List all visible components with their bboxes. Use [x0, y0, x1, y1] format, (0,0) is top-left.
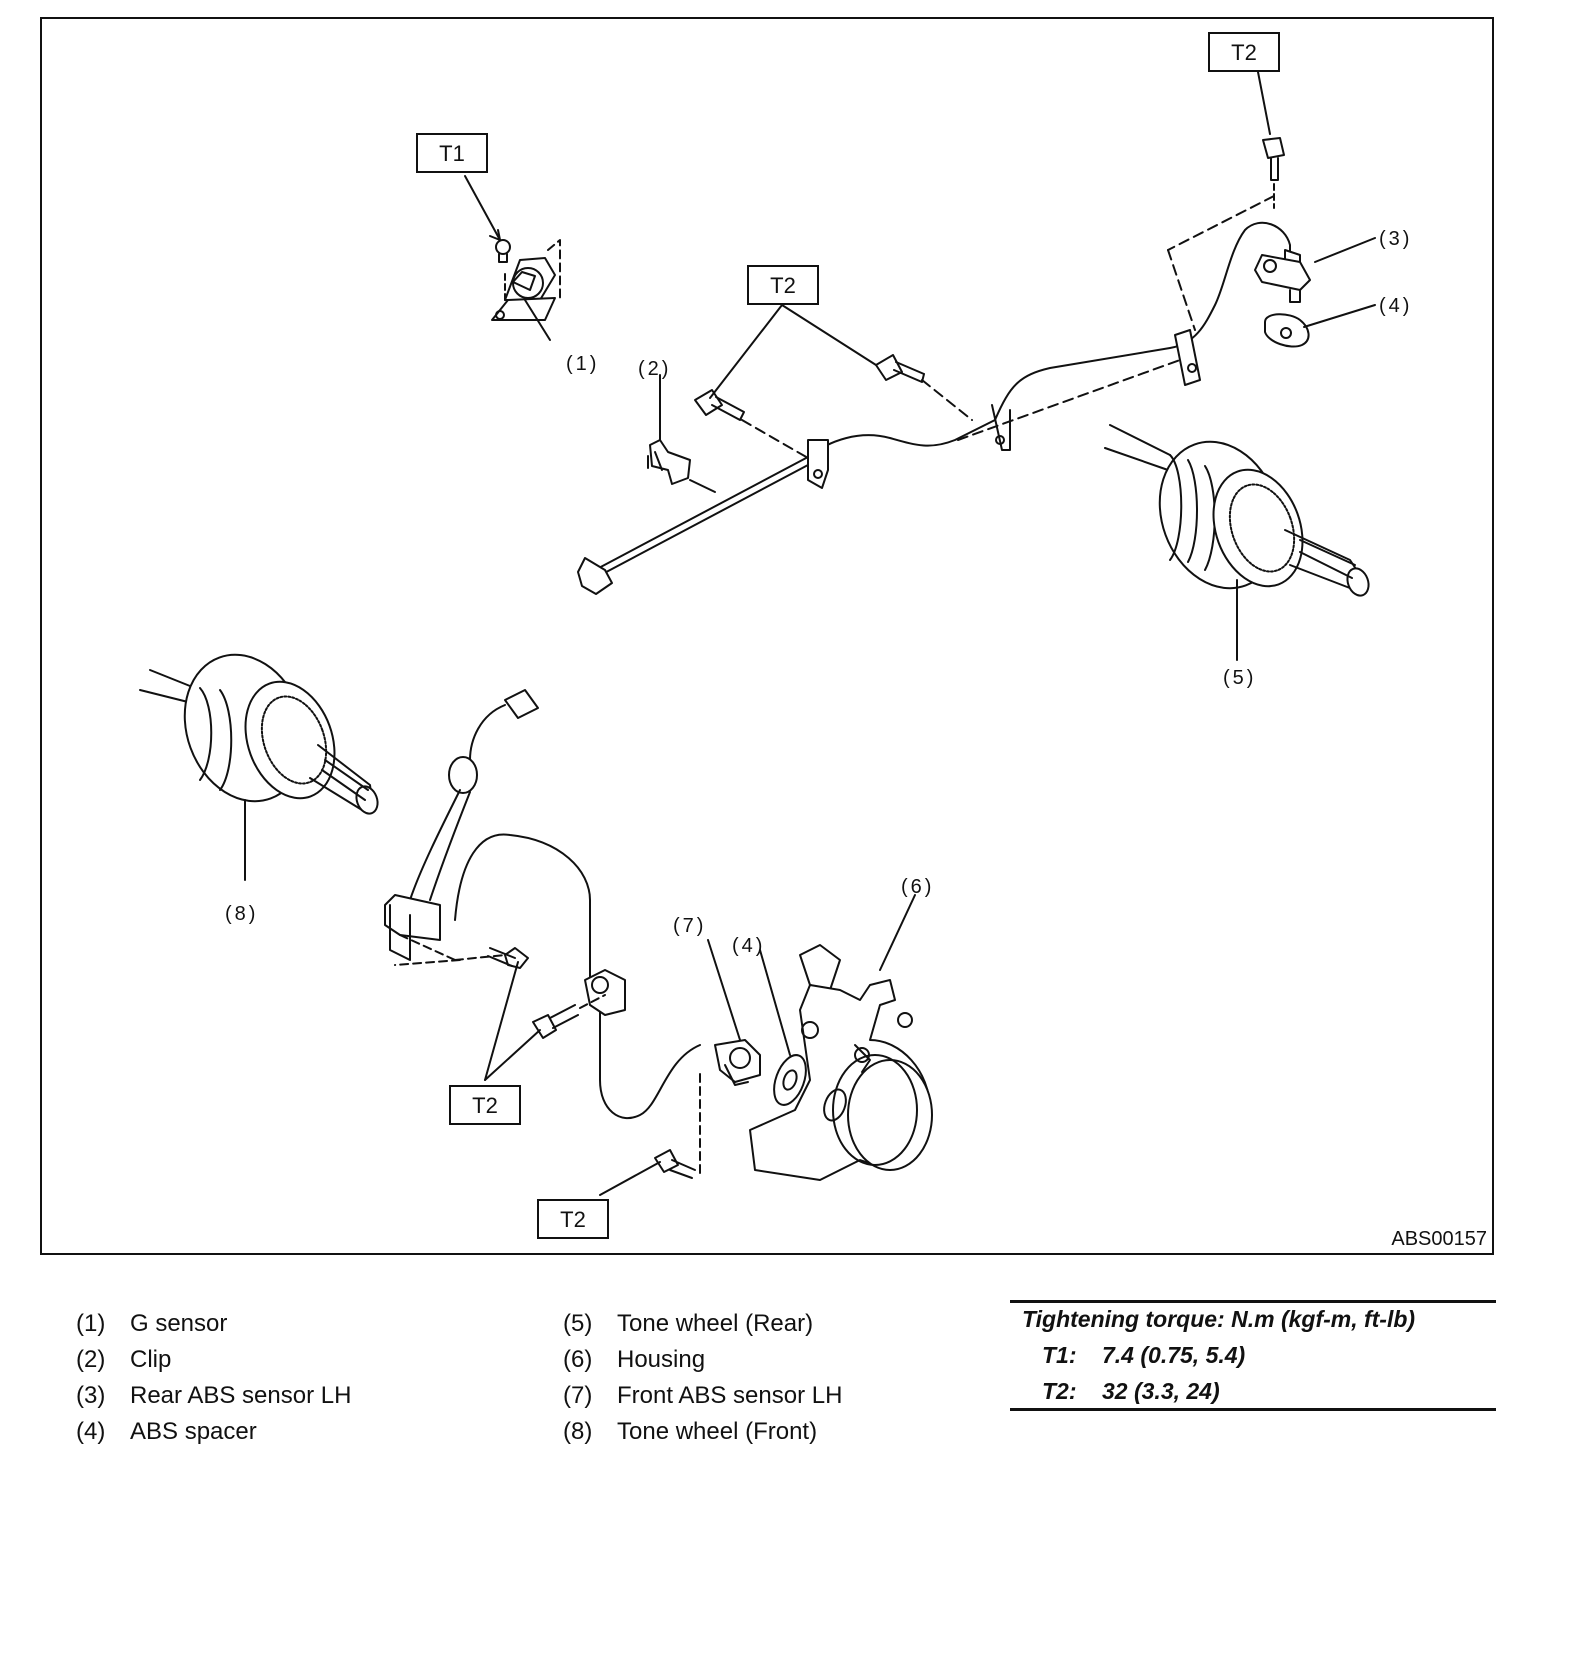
torque-key: T2: [1042, 1378, 1077, 1404]
callout-1: (1) [566, 353, 599, 375]
legend-label: G sensor [130, 1310, 228, 1337]
legend-label: Tone wheel (Front) [617, 1418, 818, 1445]
figure-id: ABS00157 [1391, 1228, 1487, 1250]
legend-label: Rear ABS sensor LH [130, 1382, 352, 1409]
torque-key: T1: [1042, 1342, 1077, 1368]
legend-number: (8) [563, 1418, 593, 1445]
torque-box-t1-g-sensor: T1 [416, 133, 488, 173]
torque-box-t2-front-harness: T2 [449, 1085, 521, 1125]
legend-number: (5) [563, 1310, 593, 1337]
legend-number: (3) [76, 1382, 106, 1409]
front-abs-sensor [714, 1039, 761, 1086]
torque-box-label: T1 [439, 141, 465, 166]
torque-box-label: T2 [1231, 40, 1257, 65]
torque-box-label: T2 [770, 273, 796, 298]
torque-box-t2-front-sensor: T2 [537, 1199, 609, 1239]
legend-label: Tone wheel (Rear) [617, 1310, 814, 1337]
legend-label: Clip [130, 1346, 172, 1373]
rear-bolt-right [875, 354, 925, 383]
torque-heading: Tightening torque: N.m (kgf-m, ft-lb) [1022, 1306, 1416, 1332]
front-bolt-lower [654, 1149, 696, 1179]
callout-2: (2) [638, 358, 671, 380]
legend-number: (4) [76, 1418, 106, 1445]
parts-legend-left: (1) G sensor (2) Clip (3) Rear ABS sensor L… [76, 1310, 496, 1460]
legend-label: ABS spacer [130, 1418, 257, 1445]
torque-box-t2-rear-harness: T2 [747, 265, 819, 305]
legend-label: Front ABS sensor LH [617, 1382, 843, 1409]
legend-number: (2) [76, 1346, 106, 1373]
rear-harness [577, 221, 1291, 595]
callout-5: (5) [1223, 667, 1256, 689]
front-bolt-bracket [487, 947, 529, 969]
front-bolt-mid [532, 1004, 579, 1039]
knuckle-housing [749, 944, 933, 1181]
front-abs-spacer [773, 1054, 807, 1106]
t1-leader [464, 175, 501, 241]
legend-number: (1) [76, 1310, 106, 1337]
torque-value: 32 (3.3, 24) [1102, 1378, 1220, 1404]
g-sensor [491, 239, 561, 321]
clip [647, 439, 716, 493]
rear-top-bolt [1262, 137, 1285, 181]
callout-8: (8) [225, 903, 258, 925]
torque-box-label: T2 [560, 1207, 586, 1232]
torque-rule-bottom [1010, 1408, 1496, 1411]
parts-legend-right: (5) Tone wheel (Rear) (6) Housing (7) Front… [563, 1310, 983, 1460]
torque-rule-top [1010, 1300, 1496, 1303]
torque-value: 7.4 (0.75, 5.4) [1102, 1342, 1246, 1368]
legend-number: (6) [563, 1346, 593, 1373]
rear-tone-wheel [1104, 424, 1370, 597]
legend-label: Housing [617, 1346, 706, 1373]
rear-abs-sensor [1254, 249, 1311, 303]
diagram-frame [40, 17, 1494, 1255]
callout-3: (3) [1379, 228, 1412, 250]
callout-6: (6) [901, 876, 934, 898]
rear-bolt-left [694, 389, 745, 421]
torque-box-t2-rear-top: T2 [1208, 32, 1280, 72]
torque-box-label: T2 [472, 1093, 498, 1118]
front-harness [384, 689, 701, 1120]
callout-4-front: (4) [732, 935, 765, 957]
rear-abs-spacer [1264, 313, 1310, 348]
front-tone-wheel [139, 653, 379, 815]
callout-4-rear: (4) [1379, 295, 1412, 317]
callout-7: (7) [673, 915, 706, 937]
legend-number: (7) [563, 1382, 593, 1409]
